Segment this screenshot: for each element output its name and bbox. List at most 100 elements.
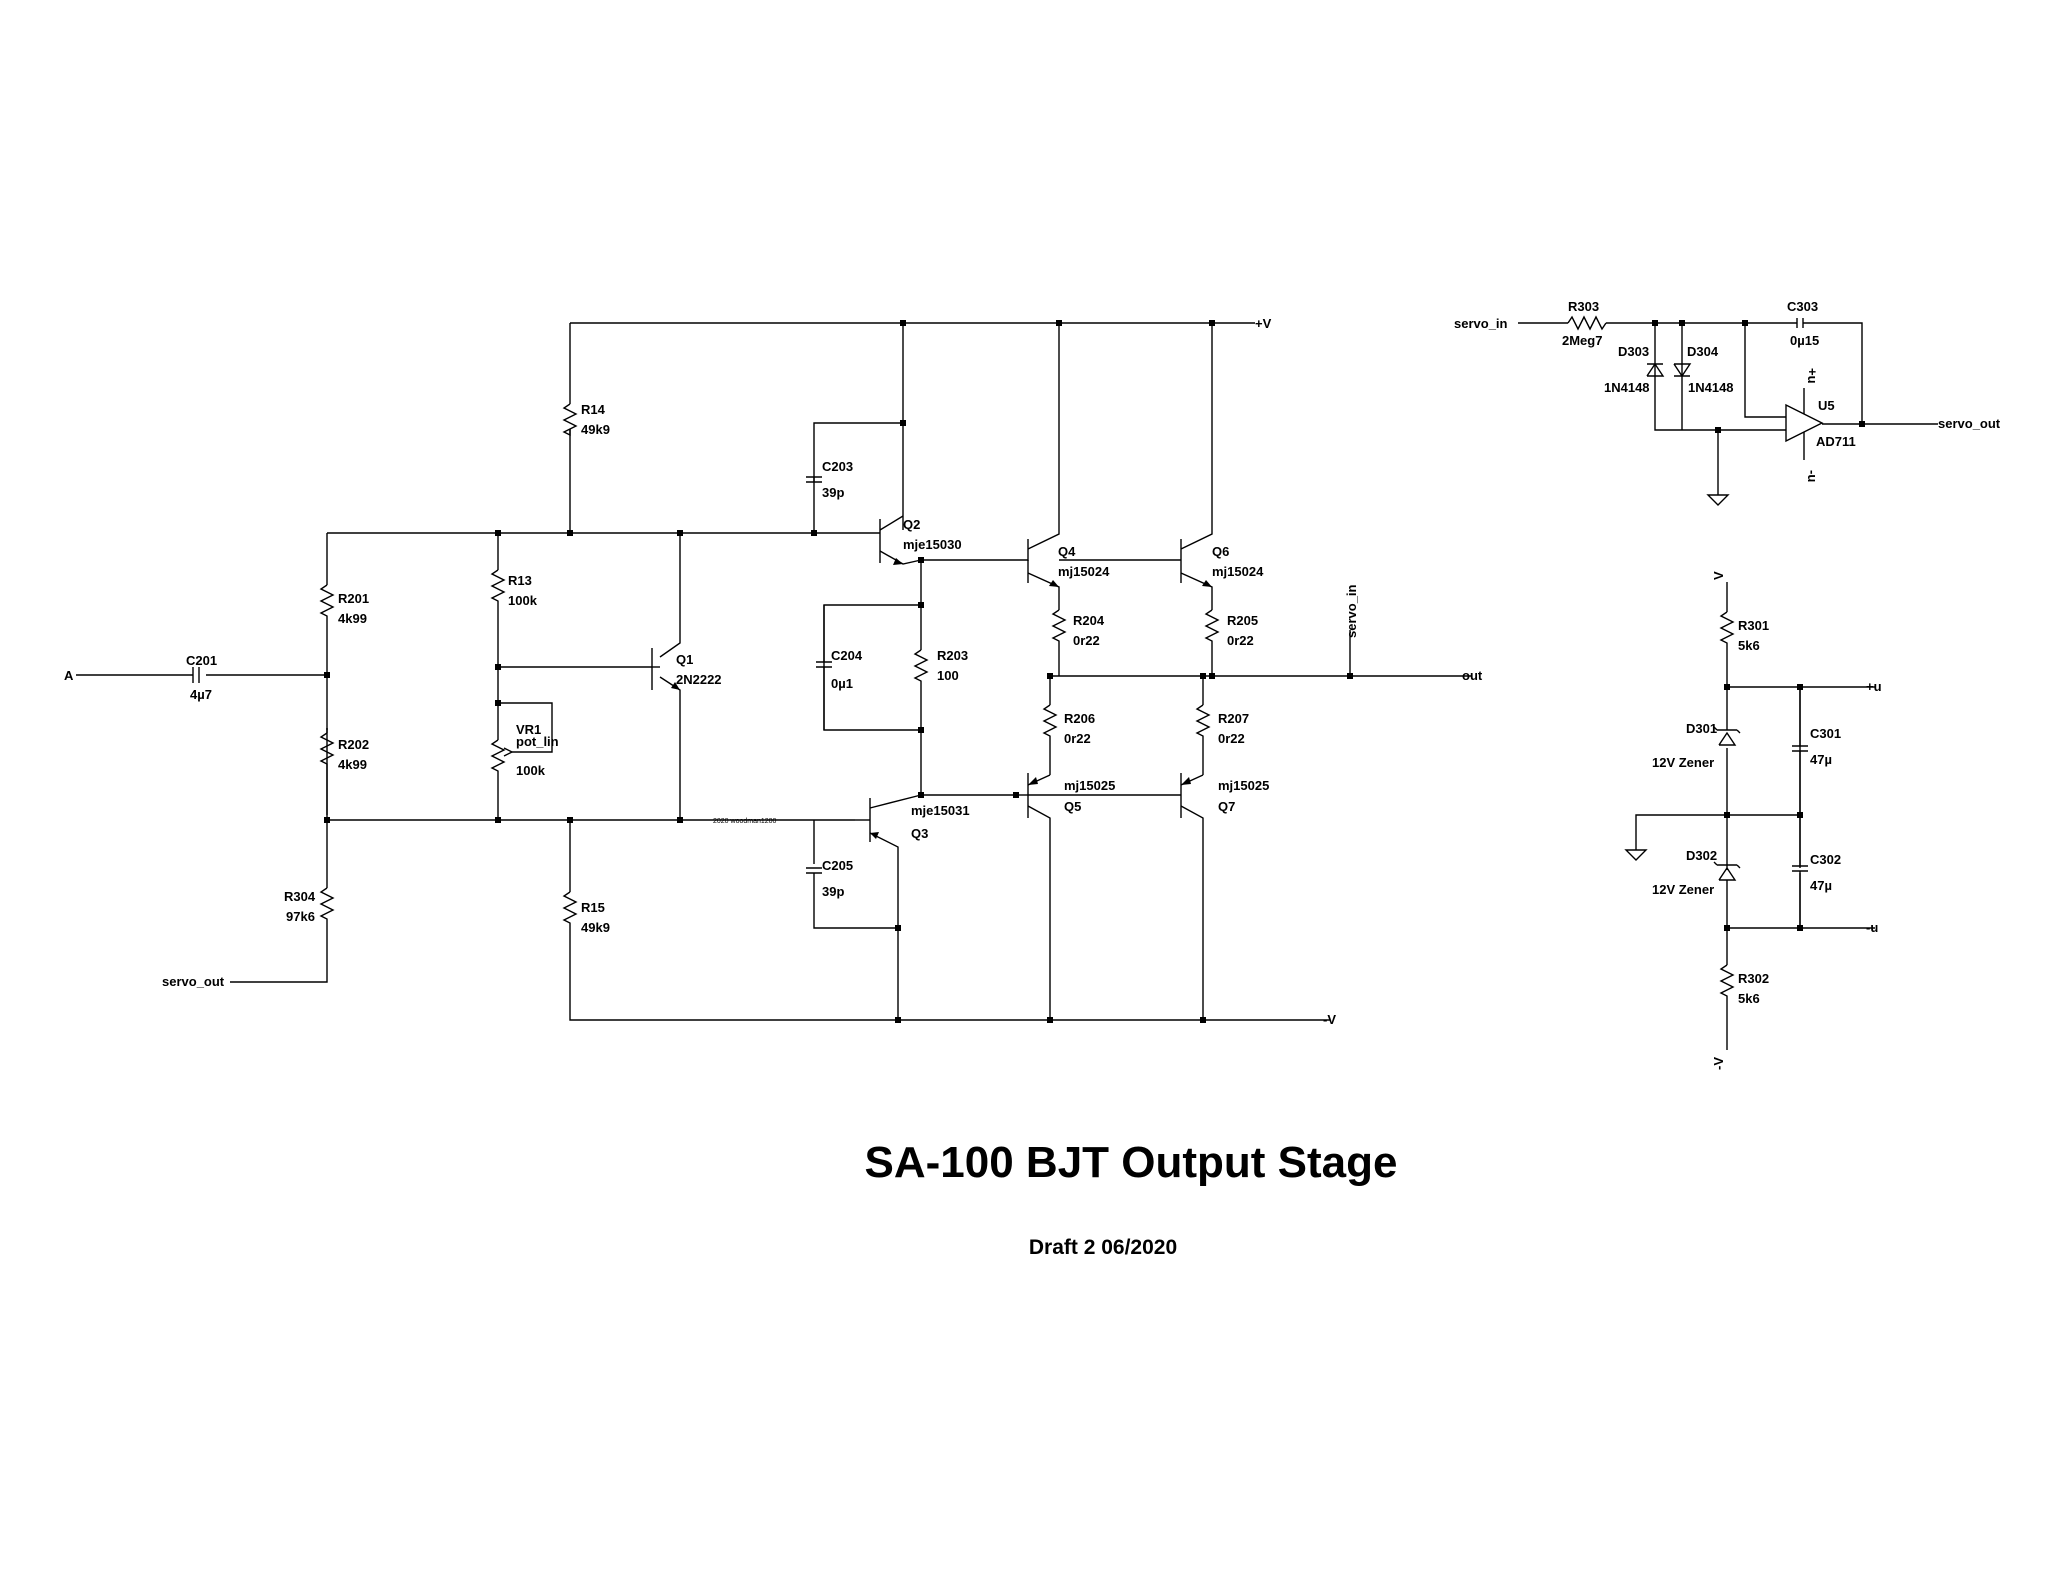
- R201-val: 4k99: [338, 611, 367, 626]
- D304-ref: D304: [1687, 344, 1719, 359]
- C204-val: 0µ1: [831, 676, 853, 691]
- R203-ref: R203: [937, 648, 968, 663]
- D303-val: 1N4148: [1604, 380, 1650, 395]
- R14-ref: R14: [581, 402, 606, 417]
- net-servo-in-vertical: servo_in: [1344, 584, 1359, 638]
- R203-symbol: [913, 649, 929, 690]
- R205-symbol: [1204, 609, 1220, 650]
- draft-label: Draft 2 06/2020: [1028, 1236, 1178, 1259]
- Q3-ref: Q3: [911, 826, 928, 841]
- D303-ref: D303: [1618, 344, 1649, 359]
- R302-symbol: [1719, 964, 1735, 1000]
- C205-val: 39p: [822, 884, 844, 899]
- R303-val: 2Meg7: [1562, 333, 1602, 348]
- D301-symbol: [1713, 726, 1741, 746]
- net-u-opamp-bottom: -u: [1805, 470, 1820, 482]
- net-servo-out-left: servo_out: [162, 974, 225, 989]
- net-servo-out-right: servo_out: [1938, 416, 2001, 431]
- Q2-val: mje15030: [903, 537, 962, 552]
- U5-ref: U5: [1818, 398, 1835, 413]
- R15-val: 49k9: [581, 920, 610, 935]
- VR1-wiper: [503, 747, 513, 757]
- net-u-opamp-top: +u: [1805, 368, 1820, 384]
- R14-val: 49k9: [581, 422, 610, 437]
- U5-val: AD711: [1816, 434, 1856, 449]
- C302-val: 47µ: [1810, 878, 1832, 893]
- net-vminus: -V: [1323, 1012, 1336, 1027]
- R205-ref: R205: [1227, 613, 1258, 628]
- R206-ref: R206: [1064, 711, 1095, 726]
- watermark: 2020 woodman1200: [713, 818, 777, 825]
- supply-junctions: [1724, 684, 1803, 931]
- Q5-val: mj15025: [1064, 778, 1115, 793]
- VR1-ref: VR1: [516, 722, 541, 737]
- R201-symbol: [319, 584, 335, 622]
- R303-symbol: [1567, 315, 1607, 331]
- servo-ground-symbol: [1706, 494, 1730, 506]
- net-servo-in: servo_in: [1454, 316, 1508, 331]
- capacitors-main: [192, 476, 832, 874]
- Q4-ref: Q4: [1058, 544, 1076, 559]
- R206-symbol: [1042, 704, 1058, 745]
- R207-symbol: [1195, 704, 1211, 745]
- R302-ref: R302: [1738, 971, 1769, 986]
- D304-symbol: [1673, 363, 1692, 378]
- net-v-top: V: [1711, 571, 1726, 580]
- C301-ref: C301: [1810, 726, 1841, 741]
- R204-ref: R204: [1073, 613, 1105, 628]
- VR1-model: pot_lin: [516, 734, 559, 749]
- C205-symbol: [806, 867, 822, 874]
- junctions-main: [324, 320, 1353, 1023]
- R204-val: 0r22: [1073, 633, 1100, 648]
- R202-ref: R202: [338, 737, 369, 752]
- VR1-val: 100k: [516, 763, 546, 778]
- R303-ref: R303: [1568, 299, 1599, 314]
- net-out: out: [1462, 668, 1483, 683]
- Q3-val: mje15031: [911, 803, 970, 818]
- servo-junctions: [1652, 320, 1865, 433]
- R304-val: 97k6: [286, 909, 315, 924]
- servo-circuit: [1518, 315, 1938, 506]
- page-title: SA-100 BJT Output Stage: [864, 1138, 1398, 1187]
- net-u-minus: -u: [1866, 920, 1878, 935]
- R301-val: 5k6: [1738, 638, 1760, 653]
- wires-main: [76, 322, 1472, 1021]
- Q6-ref: Q6: [1212, 544, 1229, 559]
- D303-symbol: [1646, 362, 1665, 377]
- C203-symbol: [806, 476, 822, 483]
- C303-val: 0µ15: [1790, 333, 1819, 348]
- R302-val: 5k6: [1738, 991, 1760, 1006]
- R13-ref: R13: [508, 573, 532, 588]
- D304-val: 1N4148: [1688, 380, 1734, 395]
- D302-val: 12V Zener: [1652, 882, 1714, 897]
- emitter-arrows: [671, 558, 1212, 839]
- R207-val: 0r22: [1218, 731, 1245, 746]
- R204-symbol: [1051, 609, 1067, 650]
- supply-ground-symbol: [1624, 849, 1648, 861]
- Q2-ref: Q2: [903, 517, 920, 532]
- Q4-val: mj15024: [1058, 564, 1110, 579]
- Q7-ref: Q7: [1218, 799, 1235, 814]
- net-v-bottom: -V: [1711, 1057, 1726, 1070]
- C302-ref: C302: [1810, 852, 1841, 867]
- C205-ref: C205: [822, 858, 853, 873]
- R202-val: 4k99: [338, 757, 367, 772]
- VR1-symbol: [490, 739, 506, 777]
- D302-ref: D302: [1686, 848, 1717, 863]
- R203-val: 100: [937, 668, 959, 683]
- R13-symbol: [490, 569, 506, 607]
- D301-val: 12V Zener: [1652, 755, 1714, 770]
- C301-val: 47µ: [1810, 752, 1832, 767]
- R15-symbol: [562, 891, 578, 932]
- R201-ref: R201: [338, 591, 369, 606]
- R206-val: 0r22: [1064, 731, 1091, 746]
- net-input: A: [64, 668, 74, 683]
- R304-symbol: [319, 887, 335, 925]
- C204-ref: C204: [831, 648, 863, 663]
- net-u-plus: +u: [1866, 679, 1882, 694]
- C201-val: 4µ7: [190, 687, 212, 702]
- Q1-ref: Q1: [676, 652, 693, 667]
- net-vplus: +V: [1255, 316, 1272, 331]
- C203-val: 39p: [822, 485, 844, 500]
